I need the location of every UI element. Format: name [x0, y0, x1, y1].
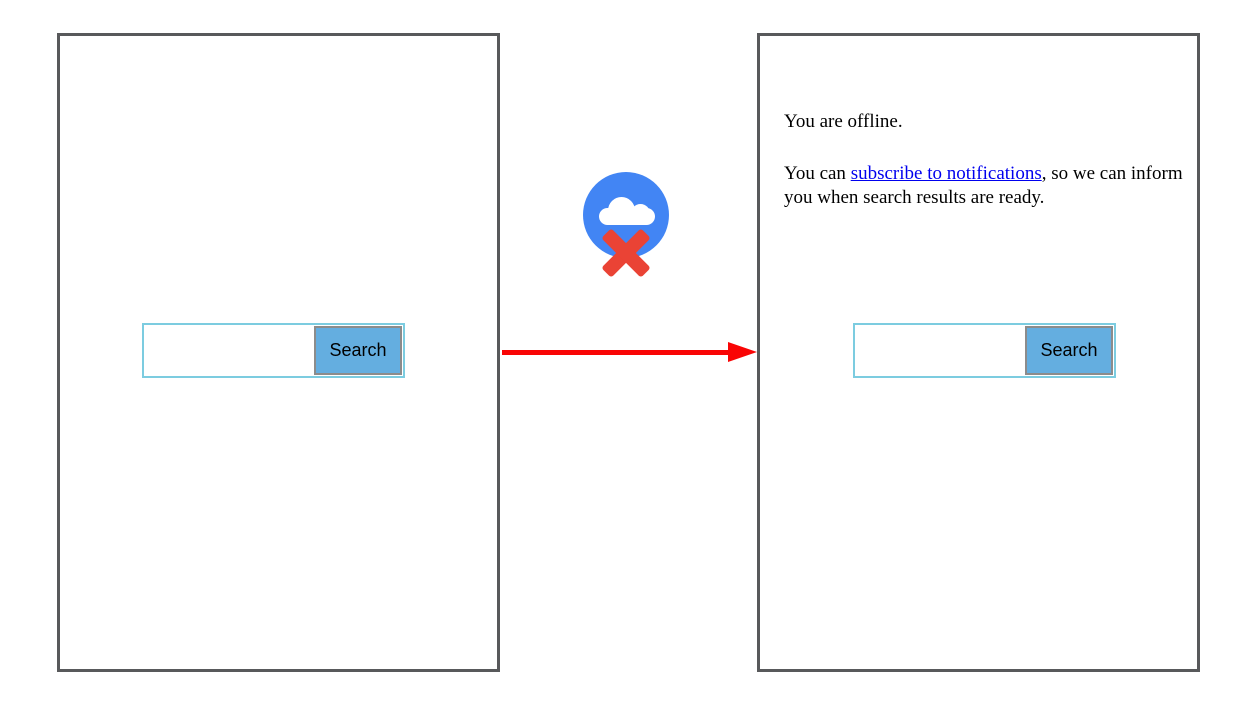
right-browser-frame: You are offline. You can subscribe to no… [757, 33, 1200, 672]
offline-cloud-icon [583, 172, 669, 278]
subscribe-text: You can subscribe to notifications, so w… [784, 162, 1184, 210]
subscribe-text-prefix: You can [784, 163, 851, 184]
flow-arrow-line [502, 350, 730, 355]
flow-arrow-head [728, 342, 757, 362]
search-form: Search [142, 323, 405, 378]
search-button[interactable]: Search [314, 326, 402, 375]
cloud-base [599, 208, 655, 225]
subscribe-notifications-link[interactable]: subscribe to notifications [850, 163, 1042, 184]
offline-message: You are offline. You can subscribe to no… [784, 110, 1184, 210]
x-mark-icon [601, 228, 651, 278]
search-input[interactable] [855, 325, 1024, 376]
search-button[interactable]: Search [1025, 326, 1113, 375]
subscribe-text-suffix: , so we can inform you when search resul… [784, 163, 1183, 208]
search-input[interactable] [144, 325, 313, 376]
search-form: Search [853, 323, 1116, 378]
left-browser-frame: Search [57, 33, 500, 672]
cloud-icon [599, 197, 655, 225]
offline-status-text: You are offline. [784, 111, 903, 132]
